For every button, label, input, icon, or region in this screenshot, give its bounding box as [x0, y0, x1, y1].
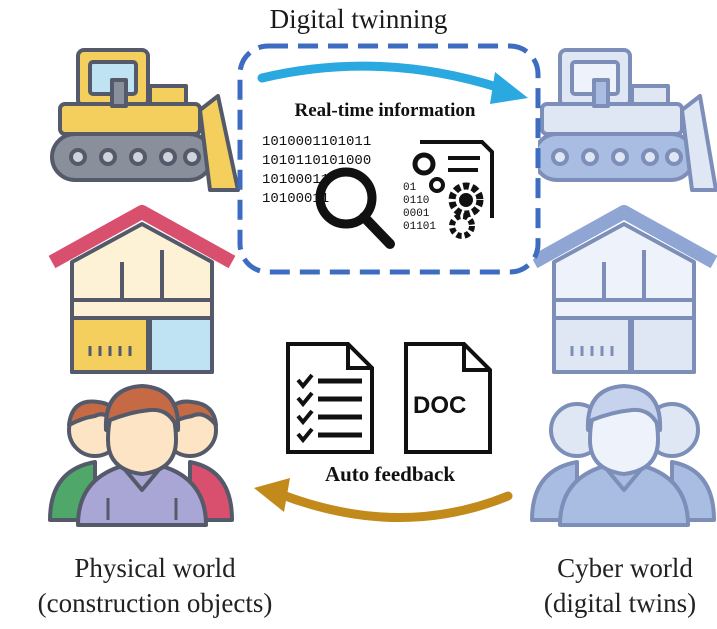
bulldozer-icon	[50, 48, 240, 192]
physical-world-title: Physical world	[74, 553, 236, 583]
small-binary-line: 01	[403, 182, 417, 194]
cyber-world-title: Cyber world	[557, 553, 693, 583]
bottom-arrowhead	[254, 478, 290, 512]
workers-icon	[48, 384, 234, 527]
binary-line: 10100011	[262, 172, 330, 188]
bulldozer-twin-icon	[532, 48, 717, 192]
binary-block: 1010001101011 1010110101000 10100011 101000…	[262, 133, 371, 209]
auto-feedback-label: Auto feedback	[324, 462, 456, 486]
small-binary-line: 0110	[403, 195, 430, 207]
workers-twin-icon	[530, 384, 716, 527]
house-icon	[48, 205, 236, 374]
bottom-arrow	[275, 489, 513, 522]
small-binary-line: 01101	[403, 221, 437, 233]
top-arrow	[257, 61, 505, 93]
magnifier-icon	[315, 167, 395, 249]
top-arrowhead	[490, 72, 528, 104]
small-binary-line: 0001	[403, 208, 430, 220]
binary-line: 1010001101011	[262, 134, 372, 150]
physical-world-subtitle: (construction objects)	[37, 588, 273, 618]
real-time-information-label: Real-time information	[294, 100, 476, 121]
doc-file-icon	[404, 342, 492, 454]
house-twin-icon	[530, 205, 717, 374]
diagram-title: Digital twinning	[269, 4, 448, 34]
gears-document-icon	[412, 140, 494, 239]
binary-line: 10100011	[262, 191, 330, 207]
doc-file-label: DOC	[413, 392, 467, 419]
cyber-world-subtitle: (digital twins)	[543, 588, 697, 618]
checklist-icon	[286, 342, 374, 454]
binary-line: 1010110101000	[262, 153, 372, 169]
